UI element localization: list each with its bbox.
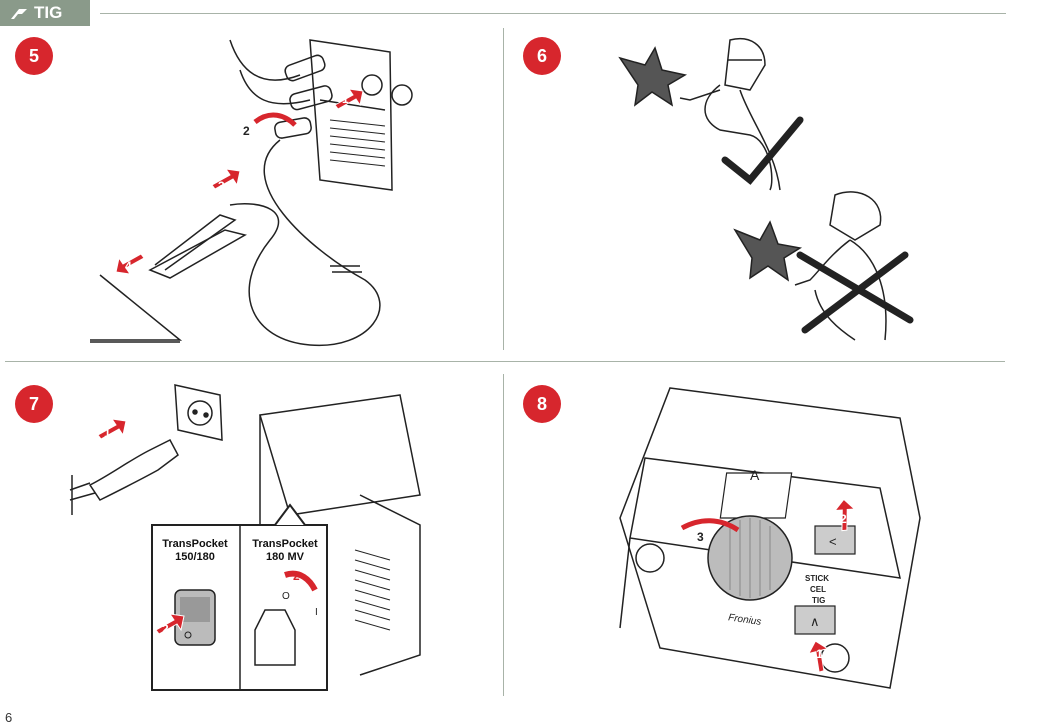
section-tag: TIG	[0, 0, 90, 26]
step8-callout-1: 1	[816, 647, 823, 661]
step-badge-7: 7	[15, 385, 53, 423]
step8-arrow-1	[807, 640, 829, 673]
step8-arrow-2	[833, 498, 856, 532]
step7-switch-off: O	[282, 591, 290, 602]
section-tag-label: TIG	[34, 3, 63, 22]
step5-arrow-4	[115, 253, 145, 275]
button-left-label: <	[829, 534, 837, 549]
step7-switch-on: I	[315, 607, 318, 618]
col-divider-top	[503, 28, 504, 350]
step5-arrow-2	[253, 112, 297, 127]
step-badge-5: 5	[15, 37, 53, 75]
step7-callout-2a: 2	[162, 622, 169, 636]
brand-logo: Fronius	[727, 612, 762, 628]
step8-illustration: 3 2 1 STICK CEL TIG Fronius A < ∧	[619, 387, 921, 689]
mode-tig: TIG	[812, 596, 825, 605]
step7-arrow-1	[97, 418, 127, 440]
step8-callout-3: 3	[697, 530, 704, 544]
model-b-label: TransPocket 180 MV	[252, 538, 318, 563]
step-badge-8: 8	[523, 385, 561, 423]
mode-cel: CEL	[810, 585, 826, 594]
step5-callout-3: 3	[218, 179, 225, 193]
step5-callout-1: 1	[342, 92, 349, 106]
row-divider	[5, 361, 1005, 362]
step5-illustration: 1 3 4 2	[90, 39, 413, 347]
step5-arrow-3	[211, 168, 241, 190]
step7-illustration: 1 2 2 O I	[69, 384, 421, 691]
model-a-label: TransPocket 150/180	[162, 538, 228, 563]
step7-callout-2b: 2	[293, 569, 300, 583]
header-rule	[100, 13, 1006, 14]
col-divider-bottom	[503, 374, 504, 696]
step-badge-6: 6	[523, 37, 561, 75]
display-unit-a: A	[750, 467, 760, 483]
tig-torch-icon	[11, 9, 27, 19]
step5-callout-4: 4	[125, 259, 132, 273]
button-up-label: ∧	[810, 614, 820, 629]
step5-arrow-1	[334, 88, 364, 110]
mode-stick: STICK	[805, 574, 829, 583]
step6-illustration	[618, 38, 914, 341]
page-number: 6	[5, 710, 13, 725]
step7-arrow-2b	[284, 570, 318, 592]
step8-callout-2: 2	[840, 512, 847, 526]
step7-arrow-2a	[155, 613, 185, 635]
step5-callout-2: 2	[243, 124, 250, 138]
step7-callout-1: 1	[104, 426, 111, 440]
step8-arrow-3	[680, 518, 740, 533]
